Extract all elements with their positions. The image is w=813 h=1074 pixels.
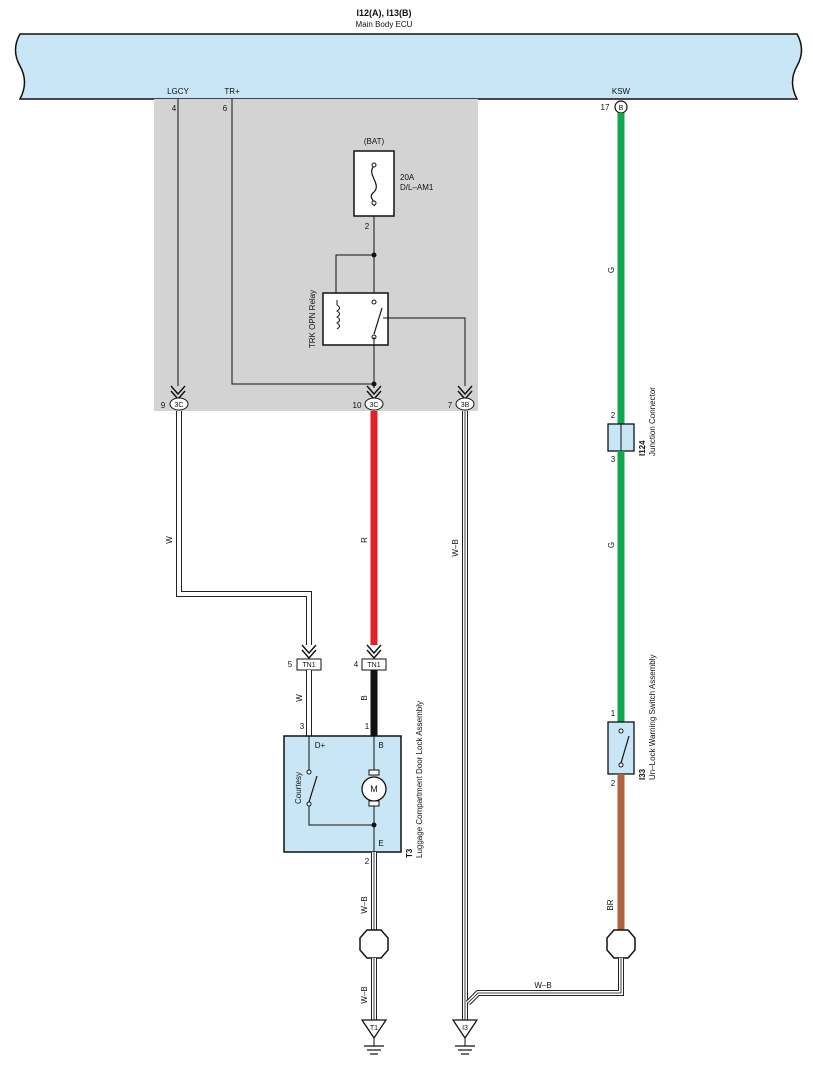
wire-wb-t3-label: W–B (360, 896, 369, 913)
arrow-tn1-left (301, 644, 317, 660)
fuse-terminal-bottom (371, 200, 377, 206)
i33-pin-top: 1 (611, 709, 616, 718)
wire-wb-t1-label: W–B (360, 986, 369, 1003)
wire-w-upper-outline (176, 411, 312, 645)
courtesy-to-ground-wire (308, 806, 374, 826)
courtesy-switch-bottom (306, 801, 312, 807)
wire-g-upper-label: G (607, 267, 616, 273)
relay-name: TRK OPN Relay (308, 290, 317, 348)
i33-name: Un–Lock Warning Switch Assembly (648, 654, 657, 780)
splice-t3 (359, 929, 389, 959)
wire-wb-horizontal-stripe (467, 958, 622, 1004)
ground-t1-label: T1 (370, 1025, 378, 1032)
i33-pin-bottom: 2 (611, 779, 616, 788)
splice-i33 (606, 929, 636, 959)
t3-id: T3 (405, 848, 414, 858)
courtesy-switch-blade (308, 775, 318, 803)
ground-i3-triangle (451, 1019, 479, 1040)
i33-switch-blade (620, 735, 630, 764)
conn-10-code: 3C (370, 402, 379, 409)
i33-id: I33 (638, 768, 647, 780)
tn1-left-num: 5 (288, 660, 293, 669)
conn-9-code: 3C (175, 402, 184, 409)
pin-lgcy-num: 4 (172, 104, 177, 113)
t3-dplus: D+ (315, 741, 326, 750)
t3-pin-left: 3 (300, 722, 305, 731)
junction-pin-bottom: 3 (611, 455, 616, 464)
wire-r-label: R (360, 537, 369, 543)
fuse-source: (BAT) (364, 137, 385, 146)
conn-10-badge (364, 397, 384, 411)
wire-br-label: BR (606, 899, 615, 910)
conn-7-num: 7 (448, 401, 453, 410)
ground-i3-label: I3 (462, 1025, 468, 1032)
main-body-ecu-bar (14, 33, 803, 100)
junction-dot-tr (371, 381, 377, 387)
relay-coil-icon (336, 304, 340, 330)
pin-trp-num: 6 (223, 104, 228, 113)
ecu-name: Main Body ECU (356, 20, 413, 29)
t3-name: Luggage Compartment Door Lock Assembly (415, 701, 424, 858)
relay-switch-blade (373, 307, 383, 335)
motor-brush-top (368, 769, 380, 776)
t3-pin-bottom: 2 (365, 857, 370, 866)
tn1-right-code: TN1 (367, 662, 380, 669)
i33-switch-bottom (618, 762, 624, 768)
ecu-title: I12(A), I13(B) (356, 8, 411, 18)
relay-to-3b-wire (383, 317, 466, 386)
pin-ksw-num: 17 (601, 103, 610, 112)
conn-10-num: 10 (353, 401, 362, 410)
i33-switch-top (618, 728, 624, 734)
pin-lgcy-label: LGCY (167, 87, 189, 96)
wire-w-lower-label: W (295, 694, 304, 702)
wire-g-lower-label: G (607, 542, 616, 548)
trp-internal-wire (231, 99, 374, 385)
relay-contact-top (371, 299, 377, 305)
junction-id: I124 (638, 440, 647, 456)
pin-trp-label: TR+ (224, 87, 240, 96)
t3-b-label: B (378, 741, 383, 750)
fuse-rating: 20A (400, 173, 415, 182)
ground-t1-triangle (360, 1019, 388, 1040)
relay-box (322, 292, 389, 346)
tn1-left-code: TN1 (302, 662, 315, 669)
junction-pin-top: 2 (611, 411, 616, 420)
wire-b-lower-label: B (360, 695, 369, 700)
wire-w-upper-label: W (165, 536, 174, 544)
t3-e-label: E (378, 839, 383, 848)
wire-w-upper-fill (177, 411, 311, 645)
conn-7-code: 3B (461, 402, 470, 409)
arrow-tn1-right (366, 644, 382, 660)
pin-ksw-label: KSW (612, 87, 631, 96)
junction-dot-motor (371, 822, 377, 828)
wire-wb-long-label: W–B (451, 539, 460, 556)
fuse-pin: 2 (365, 222, 370, 231)
conn-7-badge (455, 397, 475, 411)
motor-label: M (370, 784, 378, 794)
conn-9-badge (169, 397, 189, 411)
wire-wb-horizontal-label: W–B (534, 981, 551, 990)
fuse-box (353, 150, 395, 217)
junction-name: Junction Connector (648, 387, 657, 456)
t3-pin-right: 1 (365, 722, 370, 731)
fuse-name: D/L–AM1 (400, 183, 434, 192)
tn1-right-num: 4 (354, 660, 359, 669)
fuse-terminal-top (371, 162, 377, 168)
motor-brush-bottom (368, 800, 380, 807)
ksw-connector-code: B (619, 105, 624, 112)
ecu-internal-area (154, 99, 478, 411)
courtesy-switch-top (306, 769, 312, 775)
conn-9-num: 9 (161, 401, 166, 410)
courtesy-label: Courtesy (294, 772, 303, 804)
